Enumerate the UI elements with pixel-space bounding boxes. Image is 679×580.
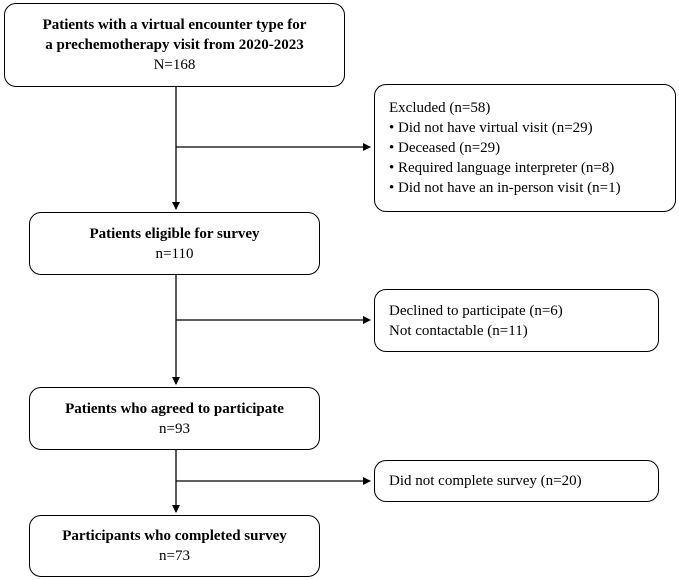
excluded-item: • Deceased (n=29) bbox=[389, 140, 501, 156]
not-completed-line: Did not complete survey (n=20) bbox=[389, 473, 582, 489]
box-excluded: Excluded (n=58) • Did not have virtual v… bbox=[374, 84, 676, 212]
box-completed-title: Participants who completed survey bbox=[62, 528, 287, 544]
box-agreed: Patients who agreed to participate n=93 bbox=[29, 387, 320, 450]
box-eligible: Patients eligible for survey n=110 bbox=[29, 212, 320, 275]
box-initial-cohort-count: N=168 bbox=[153, 57, 196, 73]
excluded-item: • Did not have virtual visit (n=29) bbox=[389, 120, 593, 136]
box-initial-cohort-title-2: a prechemotherapy visit from 2020-2023 bbox=[45, 37, 304, 53]
box-not-completed: Did not complete survey (n=20) bbox=[374, 460, 659, 502]
not-contactable-line: Not contactable (n=11) bbox=[389, 322, 528, 339]
excluded-heading: Excluded (n=58) bbox=[389, 100, 491, 116]
excluded-item: • Did not have an in-person visit (n=1) bbox=[389, 180, 621, 196]
box-agreed-count: n=93 bbox=[159, 420, 190, 437]
box-completed-count: n=73 bbox=[159, 548, 190, 564]
box-initial-cohort-title-1: Patients with a virtual encounter type f… bbox=[42, 17, 307, 33]
box-completed: Participants who completed survey n=73 bbox=[29, 515, 320, 577]
box-declined: Declined to participate (n=6) Not contac… bbox=[374, 289, 659, 352]
box-eligible-title: Patients eligible for survey bbox=[89, 225, 260, 242]
box-initial-cohort: Patients with a virtual encounter type f… bbox=[4, 3, 345, 87]
excluded-item: • Required language interpreter (n=8) bbox=[389, 160, 615, 176]
box-agreed-title: Patients who agreed to participate bbox=[65, 400, 284, 417]
box-eligible-count: n=110 bbox=[155, 245, 194, 262]
declined-line: Declined to participate (n=6) bbox=[389, 302, 563, 319]
